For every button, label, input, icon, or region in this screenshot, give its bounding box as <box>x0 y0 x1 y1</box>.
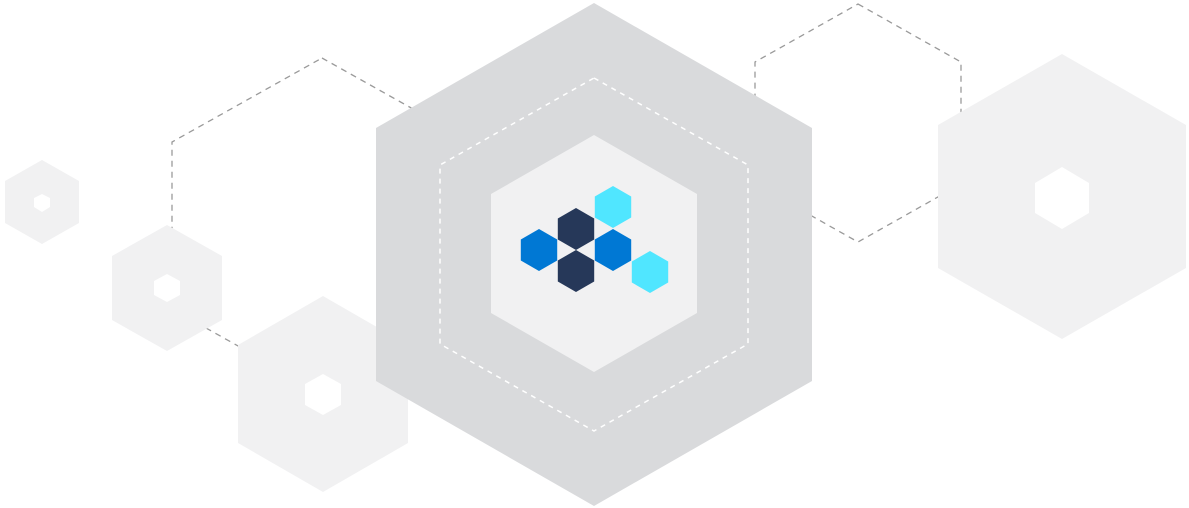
central-hexagon-inner <box>491 135 697 372</box>
logo-cell-top-center <box>557 208 595 250</box>
central-hexagon-dashed-ring <box>439 77 749 432</box>
small-hexagon-far-left-hole <box>34 194 50 212</box>
logo-cell-left <box>520 229 558 271</box>
logo-cell-bottom-center <box>557 250 595 292</box>
hexagon-large-right-hole <box>1035 167 1089 229</box>
logo-cell-right <box>594 229 632 271</box>
dashed-outline-hexagon-right <box>754 3 962 243</box>
hexagon-cluster-logo-icon <box>520 186 669 293</box>
logo-cell-bottom-right <box>631 251 669 293</box>
hexagon-bottom-left-hole <box>305 374 341 415</box>
hexagon-left-mid-hole <box>154 274 180 302</box>
logo-cell-top-right <box>594 186 632 228</box>
